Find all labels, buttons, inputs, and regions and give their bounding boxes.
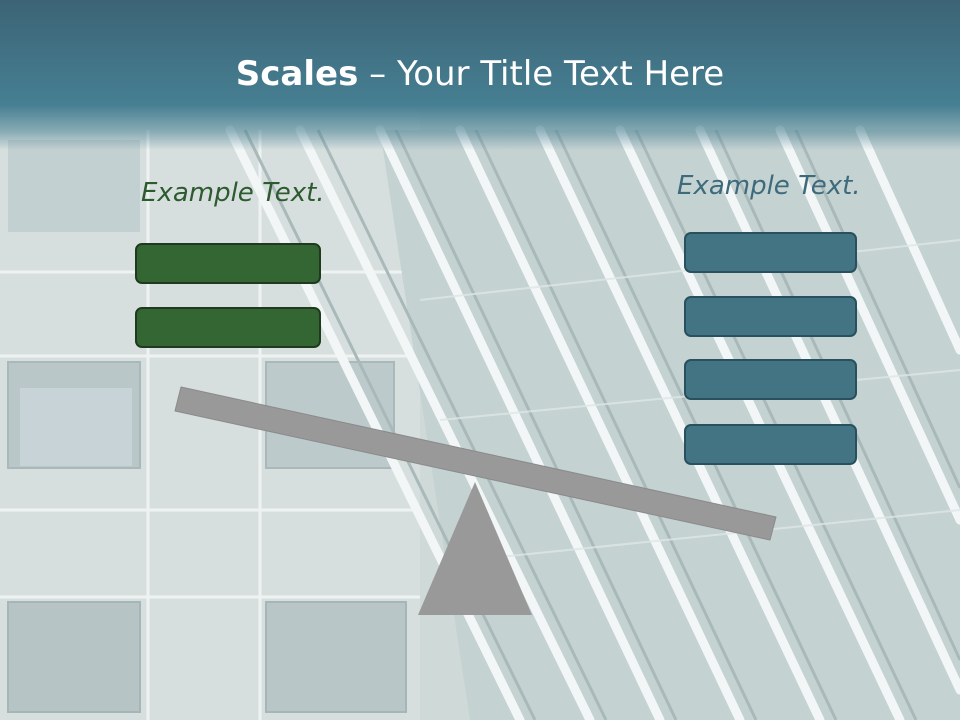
title-bar [0, 0, 960, 150]
slide-title-bold: Scales [235, 54, 359, 94]
slide-title: Scales – Your Title Text Here [0, 54, 960, 94]
right-box-1[interactable] [684, 232, 857, 273]
slide-title-rest: – Your Title Text Here [358, 54, 725, 94]
right-box-4[interactable] [684, 424, 857, 465]
right-box-3[interactable] [684, 359, 857, 400]
left-box-2[interactable] [135, 307, 321, 348]
right-box-2[interactable] [684, 296, 857, 337]
left-example-text: Example Text. [141, 178, 325, 208]
right-example-text: Example Text. [677, 171, 861, 201]
left-box-1[interactable] [135, 243, 321, 284]
